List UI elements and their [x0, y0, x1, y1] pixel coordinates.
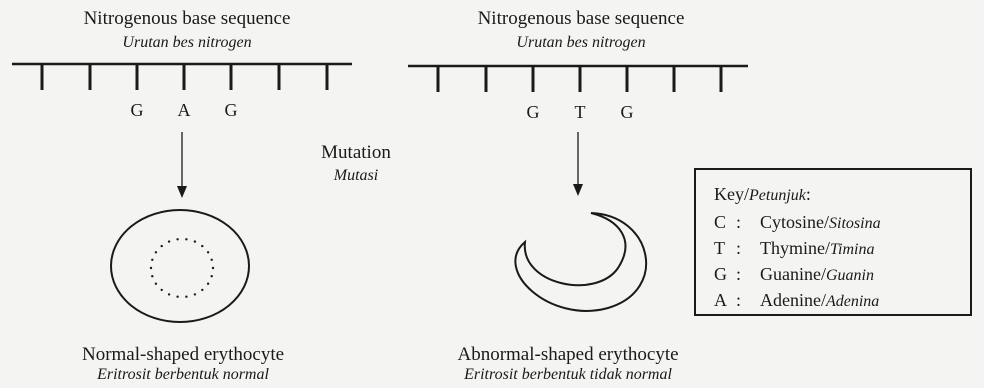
erythrocyte-dot [211, 275, 213, 277]
key-heading: Key/Petunjuk: [714, 184, 811, 205]
erythrocyte-dot [207, 283, 209, 285]
key-entry-adenine: A:Adenine/Adenina [714, 290, 879, 311]
erythrocyte-dot [155, 283, 157, 285]
erythrocyte-dot [194, 293, 196, 295]
erythrocyte-dot [155, 251, 157, 253]
left-arrow-head [177, 186, 187, 198]
right-caption: Abnormal-shaped erythocyte [457, 344, 678, 366]
erythrocyte-dot [168, 293, 170, 295]
erythrocyte-dot [176, 238, 178, 240]
left-caption-sub: Eritrosit berbentuk normal [97, 366, 269, 384]
erythrocyte-dot [176, 296, 178, 298]
right-caption-sub: Eritrosit berbentuk tidak normal [464, 366, 672, 384]
erythrocyte-dot [185, 296, 187, 298]
left-strand-ticks [42, 64, 327, 90]
key-entry-guanine: G:Guanine/Guanin [714, 264, 874, 285]
sickle-erythrocyte [515, 213, 646, 311]
right-base-1: G [527, 102, 540, 123]
right-arrow-head [573, 184, 583, 196]
key-box: Key/Petunjuk: C:Cytosine/Sitosina T:Thym… [694, 168, 972, 316]
erythrocyte-dot [201, 289, 203, 291]
left-base-1: G [131, 100, 144, 121]
key-entry-cytosine: C:Cytosine/Sitosina [714, 212, 881, 233]
left-base-2: A [178, 100, 191, 121]
erythrocyte-dot [212, 267, 214, 269]
erythrocyte-dot [207, 251, 209, 253]
key-entry-thymine: T:Thymine/Timina [714, 238, 874, 259]
mutation-label: Mutation [321, 142, 391, 164]
erythrocyte-dot [150, 267, 152, 269]
normal-erythrocyte [111, 210, 249, 322]
erythrocyte-dot [185, 238, 187, 240]
erythrocyte-dot [151, 259, 153, 261]
erythrocyte-dot [211, 259, 213, 261]
right-base-3: G [621, 102, 634, 123]
erythrocyte-dot [201, 245, 203, 247]
left-base-3: G [225, 100, 238, 121]
erythrocyte-dot [194, 240, 196, 242]
left-caption: Normal-shaped erythocyte [82, 344, 284, 366]
erythrocyte-dot [168, 240, 170, 242]
erythrocyte-dot [151, 275, 153, 277]
erythrocyte-dot [161, 245, 163, 247]
mutation-label-sub: Mutasi [334, 167, 378, 185]
right-strand-ticks [438, 66, 721, 92]
erythrocyte-dot [161, 289, 163, 291]
right-base-2: T [575, 102, 586, 123]
normal-erythrocyte-dots [150, 238, 214, 298]
